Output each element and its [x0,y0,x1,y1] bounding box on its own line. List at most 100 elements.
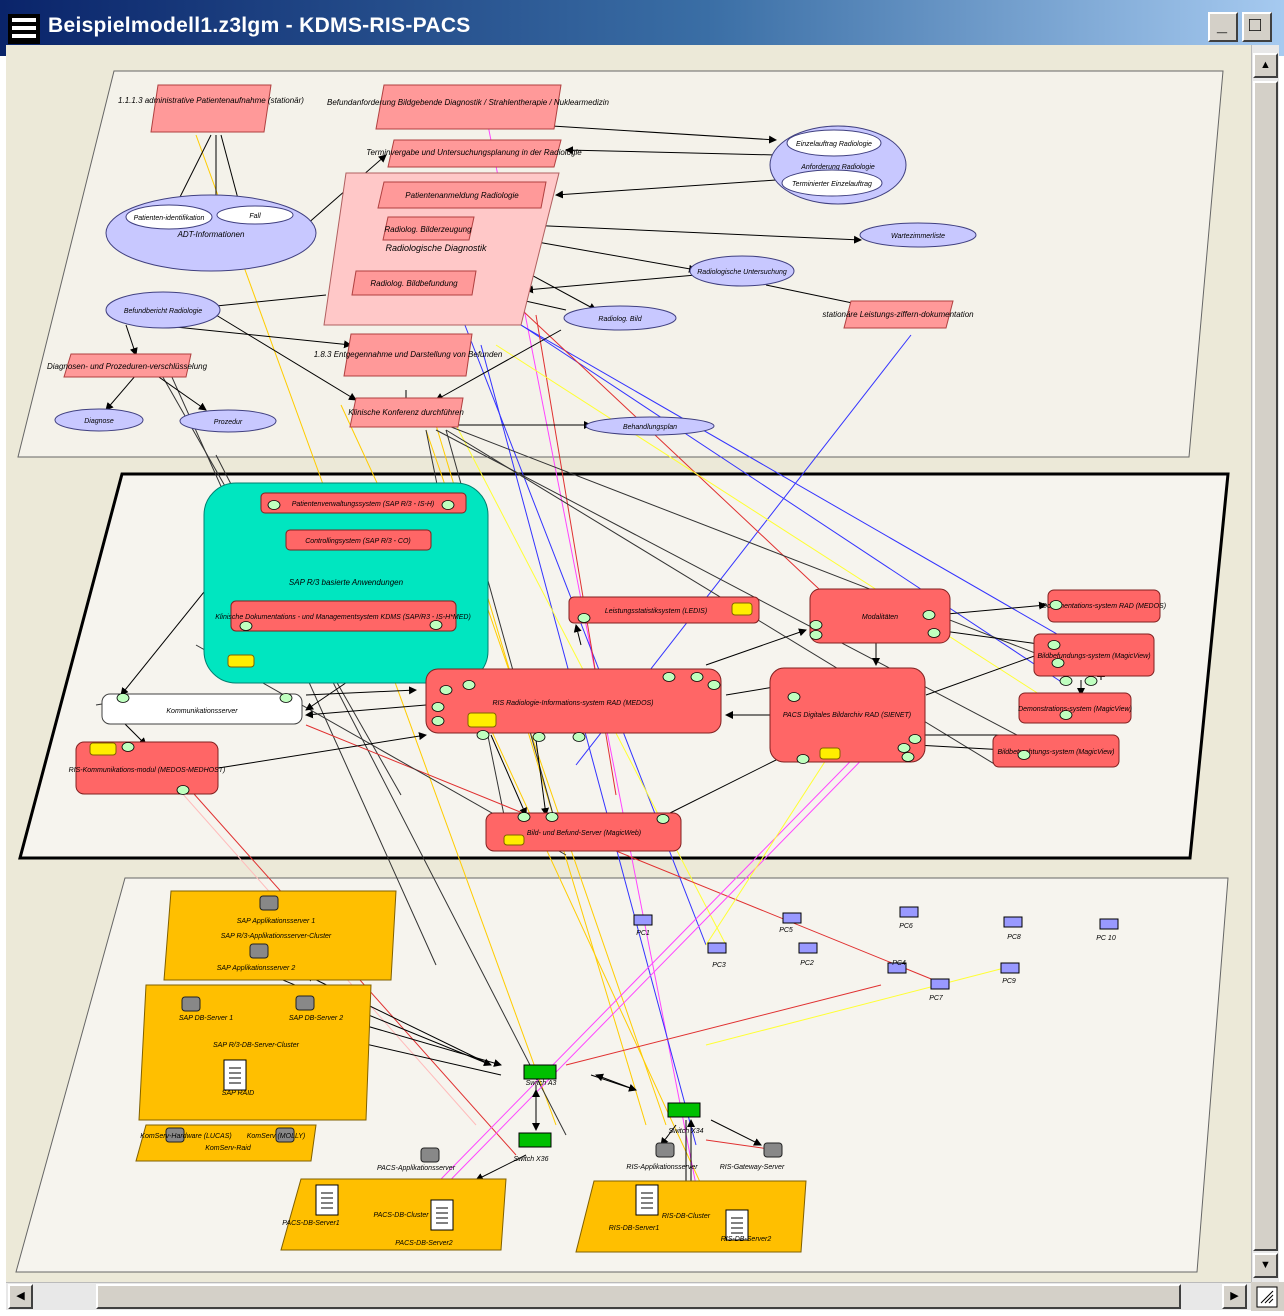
function-bilderzeugung-label: Radiolog. Bilderzeugung [384,225,472,234]
vertical-scrollbar[interactable]: ▲ ▼ [1251,45,1279,1282]
scroll-right-button[interactable]: ▶ [1222,1284,1247,1309]
entity-radiologische-untersuchung[interactable]: Radiologische Untersuchung [689,255,795,287]
entity-fall[interactable]: Fall [216,205,294,225]
window-resize-grip[interactable] [1251,1282,1284,1311]
node-sap-app2-label[interactable]: SAP Applikationsserver 2 [217,965,296,972]
node-pc1-label[interactable]: PC1 [636,930,650,937]
horizontal-scroll-thumb[interactable] [96,1284,1181,1309]
function-entgegennahme[interactable]: 1.8.3 Entgegennahme und Darstellung von … [314,333,503,377]
component-ris-kommunikationsmodul-label: RIS-Kommunikations-modul (MEDOS-MEDHOST) [69,767,226,774]
function-bilderzeugung[interactable]: Radiolog. Bilderzeugung [382,216,475,241]
component-kdms[interactable]: Klinische Dokumentations - und Managemen… [215,600,471,632]
component-bild-befund-server[interactable]: Bild- und Befund-Server (MagicWeb) [485,812,682,852]
node-sap-raid-label[interactable]: SAP RAID [222,1090,254,1097]
cluster-sap-app[interactable]: SAP R/3-Applikationsserver-Cluster [163,890,397,981]
radiologische-diagnostik-group-label: Radiologische Diagnostik [385,243,487,253]
node-switch-x36-label[interactable]: Switch X36 [513,1156,548,1163]
cluster-ris-db-label: RIS-DB-Cluster [662,1213,711,1220]
function-diagnosen-label: Diagnosen- und Prozeduren-verschlüsselun… [47,362,208,371]
function-stationaere-leistung[interactable]: stationäre Leistungs-ziffern-dokumentati… [822,300,974,329]
node-switch-a3-label[interactable]: Switch A3 [526,1080,557,1087]
minimize-button[interactable]: _ [1208,12,1238,42]
node-ris-gateway-label[interactable]: RIS-Gateway-Server [720,1164,785,1171]
node-pc10-label[interactable]: PC 10 [1096,935,1116,942]
node-pc5-label[interactable]: PC5 [779,927,793,934]
component-patientenverwaltung-label: Patientenverwaltungssystem (SAP R/3 - IS… [292,501,435,508]
cluster-ris-db[interactable]: RIS-DB-Cluster [575,1180,807,1253]
function-klinische-konferenz[interactable]: Klinische Konferenz durchführen [348,397,464,428]
node-pacs-app-label[interactable]: PACS-Applikationsserver [377,1165,456,1172]
entity-wartezimmerliste-label: Wartezimmerliste [891,233,945,240]
entity-behandlungsplan[interactable]: Behandlungsplan [585,416,715,436]
component-controlling-label: Controllingsystem (SAP R/3 - CO) [305,538,411,545]
entity-einzelauftrag-label: Einzelauftrag Radiologie [796,141,872,148]
entity-wartezimmerliste[interactable]: Wartezimmerliste [859,222,977,248]
component-modalitaeten[interactable]: Modalitäten [809,588,951,644]
node-pc2-label[interactable]: PC2 [800,960,814,967]
node-ris-db2-label[interactable]: RIS-DB-Server2 [721,1236,772,1243]
node-komserv-label[interactable]: KomServ (MOLLY) [247,1133,305,1140]
function-befundanforderung[interactable]: Befundanforderung Bildgebende Diagnostik… [327,84,610,130]
node-ris-app-label[interactable]: RIS-Applikationsserver [626,1164,698,1171]
node-pc6-label[interactable]: PC6 [899,923,913,930]
entity-adt-informationen[interactable]: ADT-Informationen [105,194,317,272]
component-ris-label: RIS Radiologie-Informations-system RAD (… [492,700,653,707]
component-leistungsstatistik[interactable]: Leistungsstatistiksystem (LEDIS) [568,596,760,624]
node-pacs-db2-label[interactable]: PACS-DB-Server2 [395,1240,453,1247]
entity-terminierter-einzelauftrag[interactable]: Terminierter Einzelauftrag [781,169,883,197]
entity-anforderung-radiologie-label: Anforderung Radiologie [800,164,875,171]
entity-befundbericht[interactable]: Befundbericht Radiologie [105,291,221,329]
node-pc8-label[interactable]: PC8 [1007,934,1021,941]
diagram-canvas[interactable]: Radiologische Diagnostik 1.1.1.3 adminis… [6,45,1251,1282]
entity-prozedur[interactable]: Prozedur [179,409,277,433]
node-komserv-hardware-label[interactable]: KomServ-Hardware (LUCAS) [140,1133,231,1140]
database-icons [89,602,841,846]
entity-radiolog-bild[interactable]: Radiolog. Bild [563,305,677,331]
cluster-pacs-db[interactable]: PACS-DB-Cluster [280,1178,507,1251]
component-kommunikationsserver[interactable]: Kommunikationsserver [101,693,303,725]
function-bildbefundung[interactable]: Radiolog. Bildbefundung [351,270,477,296]
component-modalitaeten-label: Modalitäten [862,614,898,621]
component-bildbetrachtung[interactable]: Bildbetrachtungs-system (MagicView) [992,734,1120,768]
node-sap-app1-label[interactable]: SAP Applikationsserver 1 [237,918,316,925]
cluster-sap-app-label: SAP R/3-Applikationsserver-Cluster [221,933,332,940]
node-pc9-label[interactable]: PC9 [1002,978,1016,985]
node-pc3-label[interactable]: PC3 [712,962,726,969]
component-controlling[interactable]: Controllingsystem (SAP R/3 - CO) [285,529,432,551]
component-kommunikationsserver-label: Kommunikationsserver [166,708,238,715]
minimize-icon: _ [1217,15,1228,35]
entity-patientenidentifikation[interactable]: Patienten-identifikation [125,204,213,230]
component-demonstration[interactable]: Demonstrations-system (MagicView) [1018,692,1132,724]
component-leistungsstatistik-label: Leistungsstatistiksystem (LEDIS) [605,608,707,615]
maximize-button[interactable]: □ [1242,12,1272,42]
node-switch-x34-label[interactable]: Switch X34 [668,1128,703,1135]
node-pc4-label[interactable]: PC4 [892,960,906,967]
scroll-up-button[interactable]: ▲ [1253,53,1278,78]
node-sap-db1-label[interactable]: SAP DB-Server 1 [179,1015,233,1022]
function-terminvergabe[interactable]: Terminvergabe und Untersuchungsplanung i… [366,139,582,168]
interface-ports [116,500,1098,824]
horizontal-scrollbar[interactable]: ◀ ▶ [6,1282,1251,1310]
component-pacs[interactable]: PACS Digitales Bildarchiv RAD (SIENET) [769,667,926,763]
entity-einzelauftrag[interactable]: Einzelauftrag Radiologie [786,129,882,157]
function-diagnosen[interactable]: Diagnosen- und Prozeduren-verschlüsselun… [47,353,208,378]
node-ris-db1-label[interactable]: RIS-DB-Server1 [609,1225,660,1232]
node-pc7-label[interactable]: PC7 [929,995,944,1002]
cluster-sap-db[interactable]: SAP R/3-DB-Server-Cluster [138,984,372,1121]
system-menu-icon[interactable] [8,14,40,44]
vertical-scroll-thumb[interactable] [1253,81,1278,1251]
component-patientenverwaltung[interactable]: Patientenverwaltungssystem (SAP R/3 - IS… [260,492,467,514]
scroll-left-button[interactable]: ◀ [8,1284,33,1309]
entity-radiologische-untersuchung-label: Radiologische Untersuchung [697,269,787,276]
component-dokumentation[interactable]: Dokumentations-system RAD (MEDOS) [1042,589,1166,623]
scroll-down-button[interactable]: ▼ [1253,1253,1278,1278]
component-pacs-label: PACS Digitales Bildarchiv RAD (SIENET) [783,712,911,719]
node-sap-db2-label[interactable]: SAP DB-Server 2 [289,1015,343,1022]
component-bildbefundung[interactable]: Bildbefundungs-system (MagicView) [1033,633,1155,677]
node-pacs-db1-label[interactable]: PACS-DB-Server1 [282,1220,340,1227]
function-adt[interactable]: 1.1.1.3 administrative Patientenaufnahme… [118,84,304,133]
window-title: Beispielmodell1.z3lgm - KDMS-RIS-PACS [48,14,471,37]
function-patientenanmeldung[interactable]: Patientenanmeldung Radiologie [377,181,547,209]
entity-diagnose[interactable]: Diagnose [54,408,144,432]
component-ris[interactable]: RIS Radiologie-Informations-system RAD (… [425,668,722,734]
